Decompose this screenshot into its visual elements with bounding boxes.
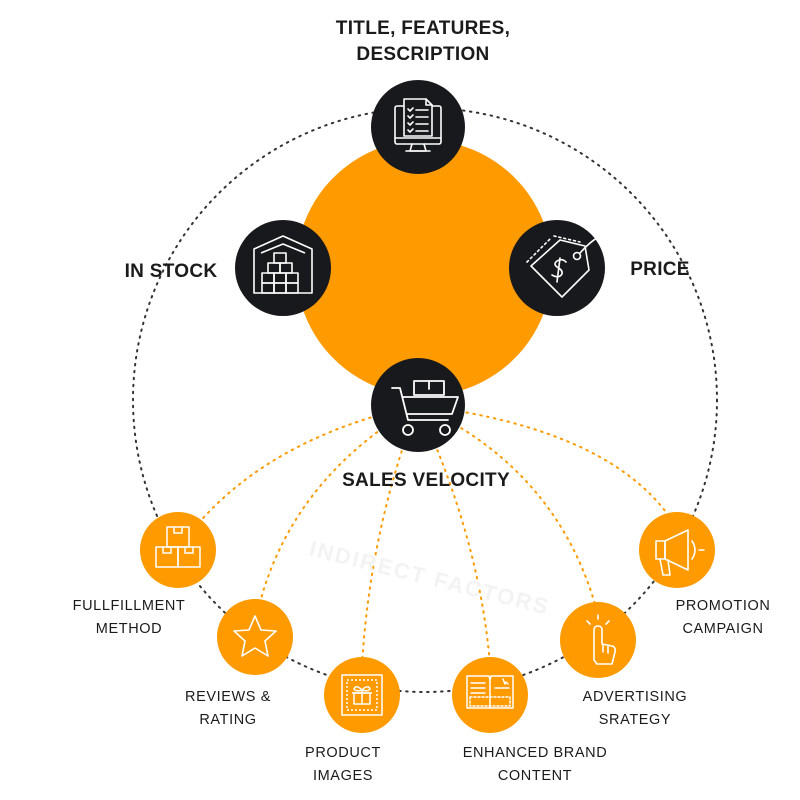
label-line: FULLFILLMENT (72, 598, 186, 614)
label-promotion: PROMOTION CAMPAIGN (658, 595, 788, 641)
label-sales-velocity: SALES VELOCITY (326, 468, 526, 494)
node-sales-velocity (371, 358, 465, 452)
label-line: CAMPAIGN (682, 621, 764, 637)
label-line: DESCRIPTION (356, 44, 490, 65)
label-title-features: TITLE, FEATURES, DESCRIPTION (318, 16, 528, 68)
connector-fulfillment (184, 404, 419, 541)
indirect-factors-watermark: INDIRECT FACTORS (307, 536, 552, 620)
core-orange-circle (296, 140, 552, 396)
node-promotion (639, 512, 715, 588)
label-in-stock: IN STOCK (112, 259, 230, 285)
label-line: IMAGES (313, 768, 373, 784)
node-reviews (217, 599, 293, 675)
connector-promotion (417, 404, 679, 531)
node-title-features (371, 80, 465, 174)
shopping-cart-icon (391, 380, 459, 436)
star-icon (233, 615, 277, 657)
label-line: ADVERTISING (582, 689, 688, 705)
label-line: ENHANCED BRAND (462, 745, 608, 761)
pointer-hand-icon (586, 614, 616, 665)
label-line: REVIEWS & (185, 689, 271, 705)
label-advertising: ADVERTISING SRATEGY (570, 686, 700, 732)
warehouse-boxes-icon (253, 235, 313, 294)
label-line: CONTENT (497, 768, 573, 784)
outer-dotted-ring (132, 107, 718, 693)
label-line: PRICE (630, 259, 690, 280)
megaphone-icon (655, 529, 705, 576)
label-line: RATING (199, 712, 257, 728)
label-line: SRATEGY (598, 712, 672, 728)
label-brand-content: ENHANCED BRAND CONTENT (455, 742, 615, 788)
label-line: IN STOCK (124, 261, 218, 282)
label-line: PROMOTION (675, 598, 771, 614)
image-frame-icon (341, 674, 383, 716)
label-product-images: PRODUCT IMAGES (283, 742, 403, 788)
label-line: SALES VELOCITY (342, 470, 510, 491)
node-price (509, 220, 605, 316)
node-brand-content (452, 657, 528, 733)
node-fulfillment (140, 512, 216, 588)
node-product-images (324, 657, 400, 733)
label-fulfillment: FULLFILLMENT METHOD (54, 595, 204, 641)
node-in-stock (235, 220, 331, 316)
book-content-icon (466, 675, 514, 709)
label-line: METHOD (95, 621, 163, 637)
price-tag-icon (526, 235, 598, 298)
label-price: PRICE (620, 257, 700, 283)
stacked-boxes-icon (155, 526, 201, 568)
label-reviews: REVIEWS & RATING (168, 686, 288, 732)
monitor-document-icon (394, 98, 442, 152)
label-line: PRODUCT (305, 745, 381, 761)
node-advertising (560, 602, 636, 678)
label-line: TITLE, FEATURES, (335, 18, 511, 39)
